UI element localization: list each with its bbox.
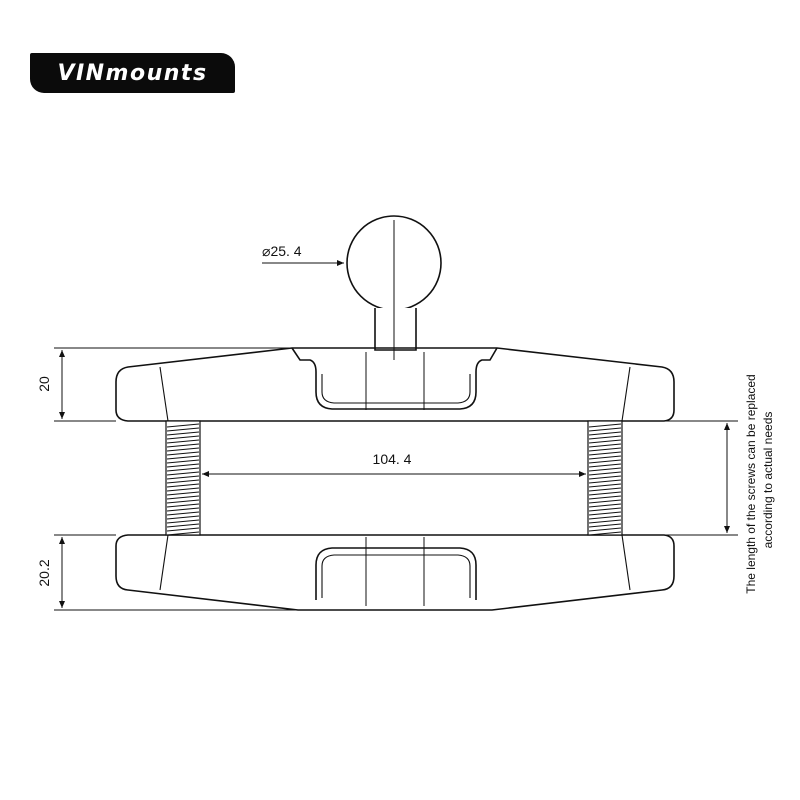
screw-thread bbox=[588, 511, 622, 516]
ball-mount bbox=[346, 215, 442, 360]
screw-note-line2: according to actual needs bbox=[761, 412, 775, 549]
screw-thread bbox=[166, 463, 200, 468]
extension-lines bbox=[54, 347, 738, 611]
top-arm-recess-inner bbox=[321, 374, 471, 404]
screw-thread bbox=[588, 519, 622, 524]
screw-thread bbox=[166, 471, 200, 476]
screw-note: The length of the screws can be replaced… bbox=[744, 374, 775, 593]
right-screw bbox=[587, 420, 623, 536]
bottom-arm-recess bbox=[315, 547, 477, 600]
screw-thread bbox=[166, 467, 200, 472]
screw-thread bbox=[588, 459, 622, 464]
top-arm bbox=[115, 347, 675, 422]
screw-thread bbox=[166, 527, 200, 532]
screw-thread bbox=[588, 487, 622, 492]
top-arm-height-dimension: 20 bbox=[36, 350, 65, 419]
screw-thread bbox=[166, 435, 200, 440]
screw-thread bbox=[166, 507, 200, 512]
screw-thread bbox=[166, 483, 200, 488]
bottom-arm-outline bbox=[115, 534, 675, 611]
screw-thread bbox=[166, 431, 200, 436]
left-screw bbox=[165, 420, 201, 536]
screw-thread bbox=[588, 523, 622, 528]
screw-note-line1: The length of the screws can be replaced bbox=[744, 374, 758, 593]
screw-thread bbox=[166, 495, 200, 500]
screw-thread bbox=[166, 443, 200, 448]
screw-thread bbox=[588, 515, 622, 520]
screw-thread bbox=[166, 451, 200, 456]
screw-thread bbox=[588, 471, 622, 476]
screw-thread bbox=[588, 483, 622, 488]
screw-thread bbox=[588, 479, 622, 484]
screw-thread bbox=[166, 519, 200, 524]
brand-logo: VINmounts bbox=[30, 53, 235, 93]
svg-text:⌀25. 4: ⌀25. 4 bbox=[262, 243, 302, 259]
screw-thread bbox=[166, 423, 200, 428]
screw-thread bbox=[588, 467, 622, 472]
screw-thread bbox=[588, 475, 622, 480]
screw-thread bbox=[166, 427, 200, 432]
screw-thread bbox=[588, 531, 622, 536]
screw-thread bbox=[588, 447, 622, 452]
screw-thread bbox=[588, 439, 622, 444]
bottom-arm-height-dimension: 20.2 bbox=[36, 537, 65, 608]
screw-thread bbox=[588, 427, 622, 432]
bottom-arm-recess-inner bbox=[321, 554, 471, 598]
screw-thread bbox=[588, 491, 622, 496]
ball-diameter-dimension: ⌀25. 4 bbox=[262, 243, 344, 266]
screw-thread bbox=[166, 475, 200, 480]
screw-thread bbox=[166, 439, 200, 444]
screw-thread bbox=[588, 435, 622, 440]
screw-thread bbox=[166, 531, 200, 536]
top-arm-outline bbox=[115, 347, 675, 422]
screw-thread bbox=[166, 447, 200, 452]
screw-thread bbox=[588, 503, 622, 508]
screw-thread bbox=[166, 511, 200, 516]
screw-thread bbox=[166, 491, 200, 496]
top-arm-recess bbox=[291, 347, 498, 410]
ball-neck bbox=[374, 308, 417, 351]
screw-thread bbox=[166, 523, 200, 528]
screw-thread bbox=[588, 495, 622, 500]
diameter-symbol: ⌀ bbox=[262, 243, 270, 259]
screw-thread bbox=[166, 487, 200, 492]
screw-thread bbox=[588, 455, 622, 460]
screw-thread bbox=[588, 499, 622, 504]
screw-thread bbox=[166, 455, 200, 460]
screw-thread bbox=[588, 451, 622, 456]
screw-spacing-value: 104. 4 bbox=[373, 451, 412, 467]
screw-thread bbox=[588, 463, 622, 468]
bottom-arm bbox=[115, 534, 675, 611]
brand-name: VINmounts bbox=[57, 60, 208, 86]
screw-thread bbox=[588, 527, 622, 532]
screw-thread bbox=[166, 459, 200, 464]
bottom-arm-height-value: 20.2 bbox=[36, 559, 52, 586]
screw-thread bbox=[588, 431, 622, 436]
screw-thread bbox=[588, 443, 622, 448]
ball-diameter-value: 25. 4 bbox=[270, 243, 301, 259]
screw-spacing-dimension: 104. 4 bbox=[202, 451, 586, 477]
top-arm-height-value: 20 bbox=[36, 376, 52, 392]
screw-thread bbox=[166, 499, 200, 504]
screw-thread bbox=[588, 507, 622, 512]
screw-thread bbox=[166, 479, 200, 484]
screw-thread bbox=[166, 515, 200, 520]
screw-thread bbox=[166, 503, 200, 508]
screw-thread bbox=[588, 423, 622, 428]
